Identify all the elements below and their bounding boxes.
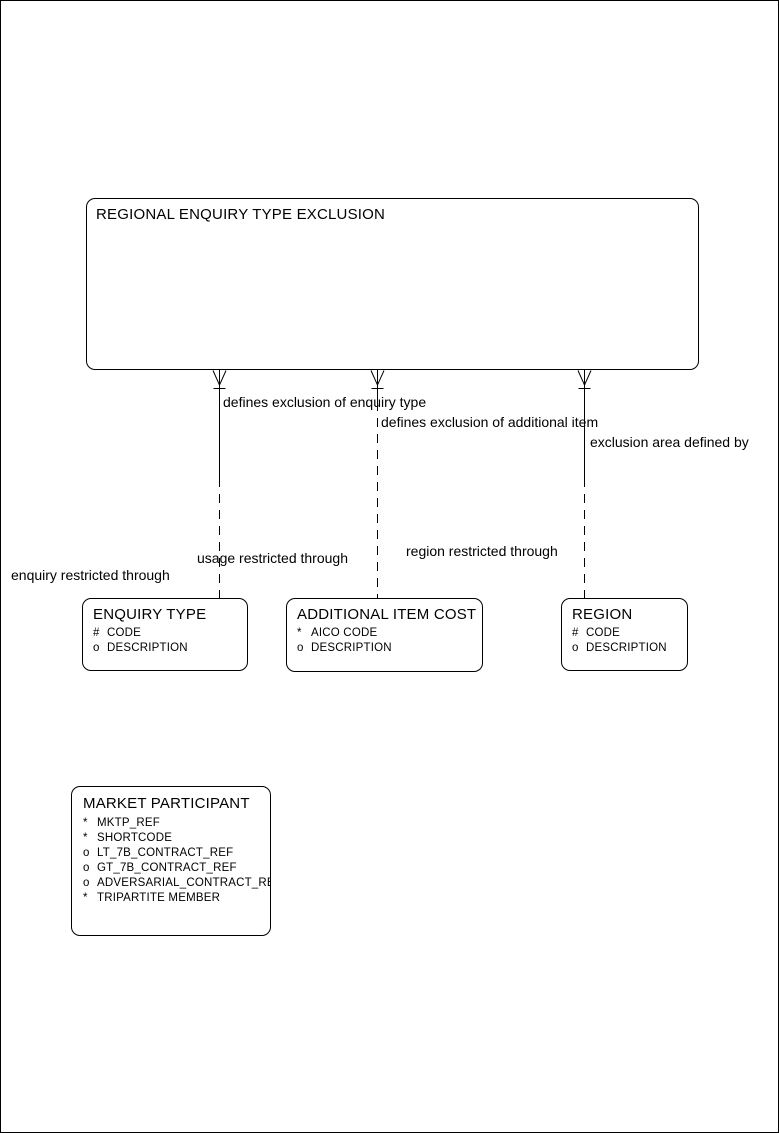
attribute-name: CODE — [107, 627, 142, 639]
attribute-optionality-marker: o — [83, 847, 90, 859]
crow-foot-icon — [212, 370, 227, 386]
attribute-name: AICO CODE — [311, 627, 378, 639]
attribute-row: * TRIPARTITE MEMBER — [83, 891, 270, 906]
entity-box-additional-item-cost[interactable]: ADDITIONAL ITEM COST * AICO CODE o DESCRIP… — [286, 598, 483, 672]
attribute-name: GT_7B_CONTRACT_REF — [97, 862, 237, 874]
attribute-row: # CODE — [572, 626, 687, 641]
attribute-row: # CODE — [93, 626, 247, 641]
relationship-label-defines-exclusion-of-additional-item: defines exclusion of additional item — [381, 414, 599, 430]
relationship-label-region-restricted-through: region restricted through — [406, 543, 558, 559]
entity-box-region[interactable]: REGION # CODE o DESCRIPTION — [561, 598, 688, 671]
entity-title: ADDITIONAL ITEM COST — [297, 606, 477, 623]
attribute-optionality-marker: o — [83, 877, 90, 889]
attribute-row: * MKTP_REF — [83, 816, 270, 831]
attribute-name: MKTP_REF — [97, 817, 160, 829]
entity-box-regional-enquiry-type-exclusion[interactable]: REGIONAL ENQUIRY TYPE EXCLUSION — [86, 198, 699, 370]
attribute-row: o DESCRIPTION — [572, 641, 687, 656]
attribute-row: o GT_7B_CONTRACT_REF — [83, 861, 270, 876]
attribute-row: o LT_7B_CONTRACT_REF — [83, 846, 270, 861]
attribute-optionality-marker: # — [93, 627, 100, 639]
relationship-label-usage-restricted-through: usage restricted through — [197, 550, 348, 566]
crow-foot-icon — [370, 370, 385, 386]
relationship-label-exclusion-area-defined-by: exclusion area defined by — [590, 434, 749, 450]
relationship-label-enquiry-restricted-through: enquiry restricted through — [11, 567, 170, 583]
entity-box-enquiry-type[interactable]: ENQUIRY TYPE # CODE o DESCRIPTION — [82, 598, 248, 671]
attribute-name: LT_7B_CONTRACT_REF — [97, 847, 234, 859]
attribute-optionality-marker: o — [93, 641, 100, 654]
attribute-optionality-marker: * — [83, 817, 88, 829]
attribute-name: DESCRIPTION — [311, 641, 392, 654]
attribute-row: o ADVERSARIAL_CONTRACT_REF — [83, 876, 270, 891]
attribute-optionality-marker: * — [297, 627, 302, 639]
crow-foot-icon — [577, 370, 592, 386]
attribute-name: ADVERSARIAL_CONTRACT_REF — [97, 877, 271, 889]
relationship-line-region[interactable] — [577, 370, 592, 598]
relationship-line-additional-item-cost[interactable] — [370, 370, 385, 598]
attribute-optionality-marker: # — [572, 627, 579, 639]
attribute-optionality-marker: o — [297, 641, 304, 654]
attribute-name: DESCRIPTION — [107, 641, 188, 654]
relationship-label-defines-exclusion-of-enquiry-type: defines exclusion of enquiry type — [223, 394, 427, 410]
attribute-optionality-marker: o — [83, 862, 90, 874]
attribute-optionality-marker: o — [572, 641, 579, 654]
attribute-name: DESCRIPTION — [586, 641, 667, 654]
entity-box-market-participant[interactable]: MARKET PARTICIPANT *MKTP_REF *SHORTCODE … — [71, 786, 271, 936]
attribute-row: * SHORTCODE — [83, 831, 270, 846]
entity-title: REGION — [572, 606, 633, 623]
attribute-row: o DESCRIPTION — [297, 641, 482, 656]
attribute-name: TRIPARTITE MEMBER — [97, 892, 221, 904]
attribute-row: * AICO CODE — [297, 626, 482, 641]
entity-title: ENQUIRY TYPE — [93, 606, 207, 623]
attribute-row: o DESCRIPTION — [93, 641, 247, 656]
relationship-line-enquiry-type[interactable] — [212, 370, 227, 598]
attribute-name: CODE — [586, 627, 621, 639]
entity-title: MARKET PARTICIPANT — [83, 795, 250, 812]
attribute-name: SHORTCODE — [97, 832, 173, 844]
attribute-optionality-marker: * — [83, 832, 88, 844]
entity-title: REGIONAL ENQUIRY TYPE EXCLUSION — [96, 206, 386, 223]
attribute-optionality-marker: * — [83, 892, 88, 904]
